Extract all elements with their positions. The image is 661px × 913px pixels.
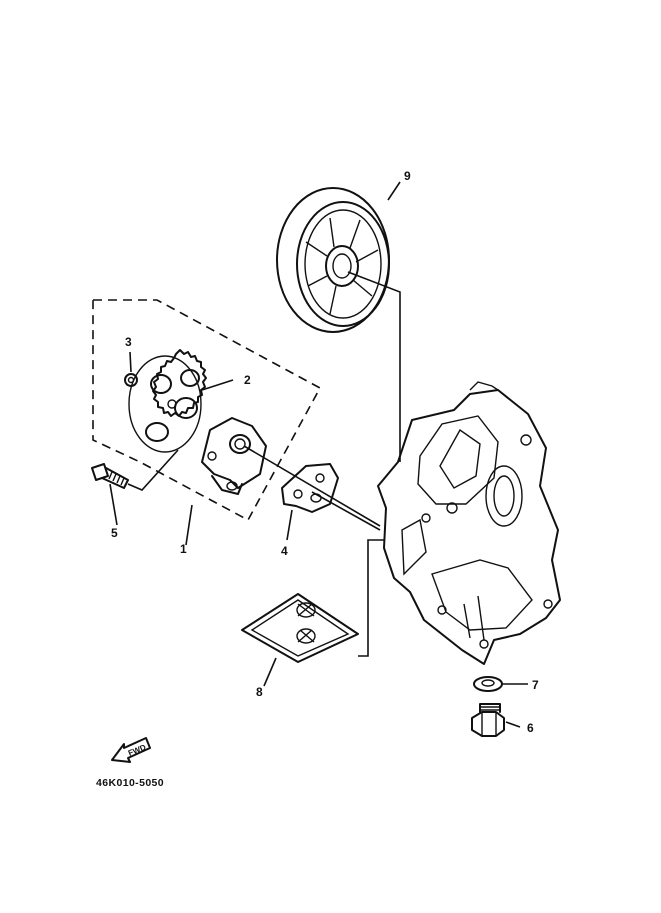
callout-3: 3 xyxy=(125,335,132,349)
part-9-driven-gear xyxy=(276,187,390,333)
part-4-gasket xyxy=(281,463,339,513)
callout-1: 1 xyxy=(180,542,187,556)
part-5-bolt xyxy=(91,463,129,489)
forward-direction-arrow: FWD xyxy=(111,737,151,763)
callout-8: 8 xyxy=(256,685,263,699)
callout-5: 5 xyxy=(111,526,118,540)
callout-2: 2 xyxy=(244,373,251,387)
leader-lines xyxy=(109,181,528,728)
part-1-oil-pump-body xyxy=(201,417,267,495)
part-7-washer xyxy=(473,676,503,692)
diagram-code: 46K010-5050 xyxy=(96,777,164,789)
part-8-oil-strainer xyxy=(241,593,359,663)
callout-7: 7 xyxy=(532,678,539,692)
pump-assembly-dashed-boundary xyxy=(92,299,322,522)
callout-4: 4 xyxy=(281,544,288,558)
part-2-sprocket xyxy=(128,349,207,453)
part-3-circlip xyxy=(124,373,138,387)
part-6-drain-plug xyxy=(471,703,505,737)
callout-6: 6 xyxy=(527,721,534,735)
callout-9: 9 xyxy=(404,169,411,183)
crankcase-half xyxy=(377,381,561,665)
